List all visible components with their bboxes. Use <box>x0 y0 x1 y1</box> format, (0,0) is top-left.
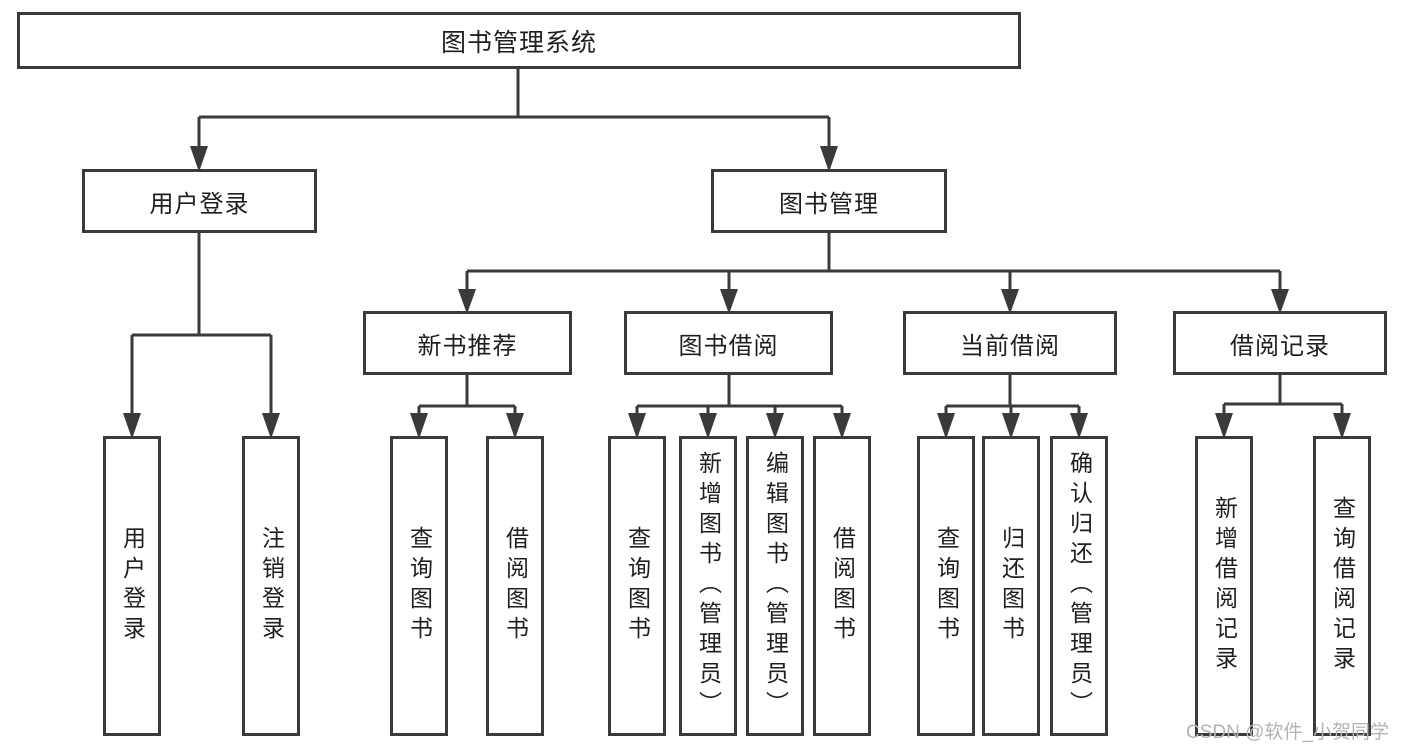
leaf-user-login: 用户登录 <box>103 436 161 736</box>
leaf-borrow-books-recommend: 借阅图书 <box>486 436 544 736</box>
node-book-borrowing: 图书借阅 <box>624 311 833 375</box>
leaf-borrow-books-borrowing: 借阅图书 <box>813 436 871 736</box>
node-book-borrowing-label: 图书借阅 <box>678 332 779 360</box>
leaf-confirm-return-admin: 确认归还（管理员） <box>1050 436 1108 736</box>
arrowheads <box>123 146 1351 439</box>
node-user-login-label: 用户登录 <box>149 190 250 218</box>
node-book-management: 图书管理 <box>711 169 947 233</box>
node-book-management-label: 图书管理 <box>779 190 879 218</box>
leaf-add-borrow-record: 新增借阅记录 <box>1195 436 1253 736</box>
leaf-query-books-recommend: 查询图书 <box>390 436 448 736</box>
leaf-logout: 注销登录 <box>242 436 300 736</box>
node-new-book-recommendation-label: 新书推荐 <box>417 332 518 360</box>
watermark: CSDN @软件_小贺同学 <box>1186 722 1389 743</box>
leaf-return-books: 归还图书 <box>982 436 1040 736</box>
node-current-borrowing: 当前借阅 <box>903 311 1117 375</box>
leaf-query-books-current: 查询图书 <box>917 436 975 736</box>
edge-lines <box>130 69 1344 418</box>
node-root: 图书管理系统 <box>17 12 1021 69</box>
node-current-borrowing-label: 当前借阅 <box>960 332 1060 360</box>
node-borrowing-records: 借阅记录 <box>1173 311 1387 375</box>
node-user-login: 用户登录 <box>82 169 317 233</box>
leaf-edit-books-admin: 编辑图书（管理员） <box>746 436 804 736</box>
leaf-query-books-borrowing: 查询图书 <box>608 436 666 736</box>
node-root-label: 图书管理系统 <box>440 28 597 57</box>
leaf-add-books-admin: 新增图书（管理员） <box>679 436 737 736</box>
node-new-book-recommendation: 新书推荐 <box>363 311 572 375</box>
node-borrowing-records-label: 借阅记录 <box>1230 332 1330 360</box>
leaf-query-borrow-record: 查询借阅记录 <box>1313 436 1371 736</box>
